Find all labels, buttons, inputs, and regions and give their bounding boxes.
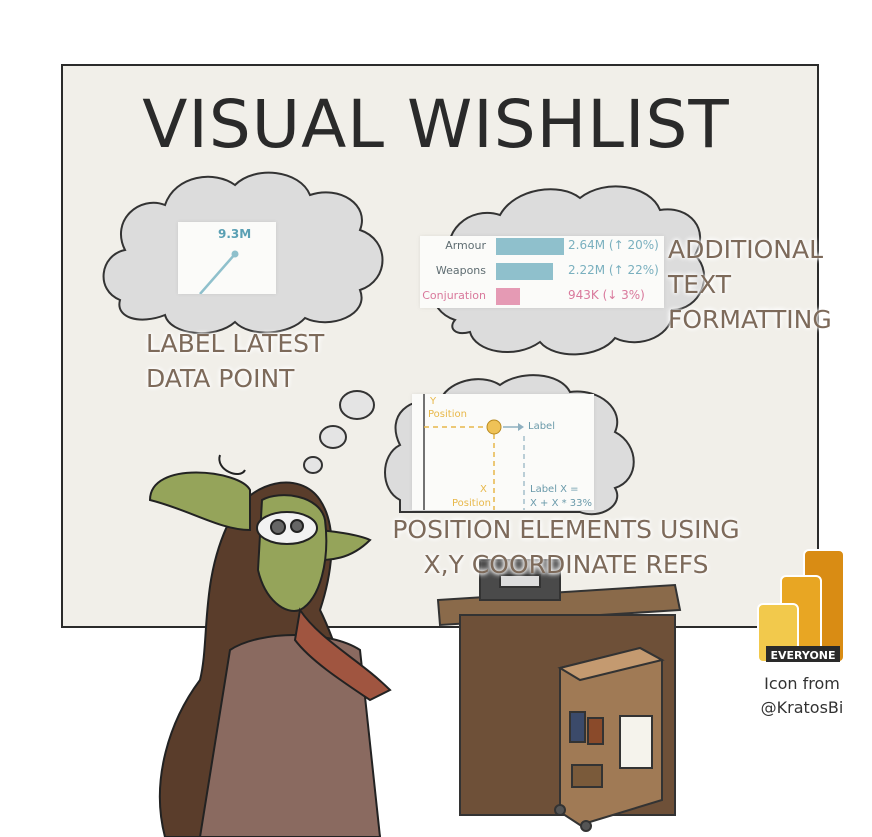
everyone-badge: EVERYONE — [770, 649, 836, 662]
coordinate-diagram — [423, 394, 525, 510]
latest-data-point — [231, 250, 239, 258]
caption-position-line-2: X,Y COORDINATE REFS — [423, 550, 709, 579]
sparkline-line — [199, 253, 236, 294]
caption-label-latest-line-2: DATA POINT — [146, 364, 295, 393]
credit-line-1: Icon from — [764, 674, 840, 693]
x-position-label: Position — [452, 498, 491, 509]
caption-position: POSITION ELEMENTS USING X,Y COORDINATE R… — [340, 512, 792, 582]
caption-label-latest: LABEL LATEST DATA POINT — [146, 326, 324, 396]
formula-line-2: X + X * 33% — [530, 498, 593, 509]
formula-line-1: Label X = — [530, 484, 579, 495]
bar-row-armour: Armour 2.64M (↑ 20%) — [420, 236, 664, 258]
x-axis-label: X — [480, 484, 487, 495]
coordinate-diagram-card: Y Position Label X Position Label X = X … — [412, 394, 594, 510]
goblin-character — [148, 454, 392, 837]
anchor-point — [486, 419, 502, 435]
cart — [554, 646, 665, 832]
bar-weapons — [496, 263, 553, 280]
caption-text-formatting-line-2: TEXT — [668, 270, 732, 299]
y-axis-label: Y — [430, 396, 437, 407]
bar-label-conjuration: Conjuration — [422, 289, 486, 302]
caption-position-line-1: POSITION ELEMENTS USING — [392, 515, 740, 544]
page-title: VISUAL WISHLIST — [142, 86, 730, 163]
caption-label-latest-line-1: LABEL LATEST — [146, 329, 325, 358]
caption-text-formatting: ADDITIONAL TEXT FORMATTING — [668, 232, 832, 337]
bar-value-weapons: 2.22M (↑ 22%) — [568, 263, 659, 277]
sparkline-chart — [199, 250, 239, 294]
bar-conjuration — [496, 288, 520, 305]
bar-armour — [496, 238, 564, 255]
bar-value-conjuration: 943K (↓ 3%) — [568, 288, 645, 302]
whiteboard — [61, 64, 819, 628]
arrow-head-icon — [518, 423, 524, 431]
latest-value-label: 9.3M — [218, 227, 252, 241]
caption-text-formatting-line-3: FORMATTING — [668, 305, 832, 334]
bar-value-armour: 2.64M (↑ 20%) — [568, 238, 659, 252]
powerbi-logo-icon — [757, 549, 845, 663]
bar-label-weapons: Weapons — [435, 264, 486, 277]
arrow-label-text: Label — [528, 421, 555, 432]
credit-line-2: @KratosBi — [760, 698, 844, 717]
bar-row-weapons: Weapons 2.22M (↑ 22%) — [420, 261, 664, 283]
y-position-label: Position — [428, 409, 467, 420]
sparkline-card: 9.3M — [178, 222, 276, 294]
bar-chart-card: Armour 2.64M (↑ 20%) Weapons 2.22M (↑ 22… — [420, 236, 664, 308]
bar-label-armour: Armour — [445, 239, 486, 252]
caption-text-formatting-line-1: ADDITIONAL — [668, 235, 824, 264]
thought-bubbles — [303, 390, 375, 474]
icon-credit: Icon from @KratosBi — [756, 672, 848, 720]
bar-row-conjuration: Conjuration 943K (↓ 3%) — [420, 286, 664, 308]
